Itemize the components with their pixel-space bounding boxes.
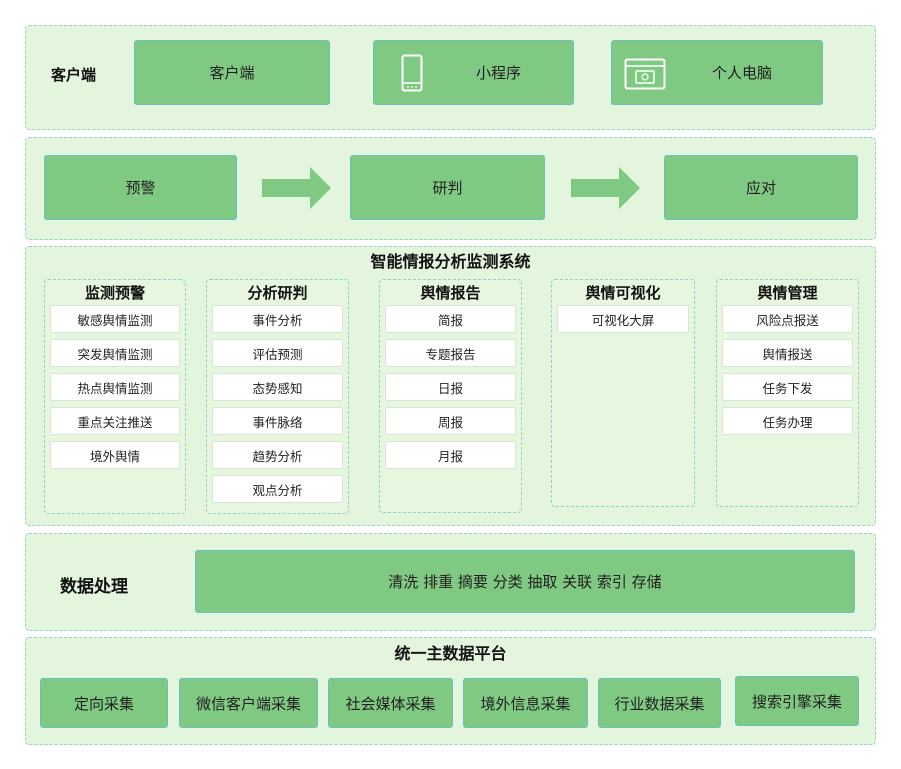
list-item[interactable]: 敏感舆情监测 — [50, 305, 180, 333]
column-title: 舆情报告 — [420, 284, 481, 302]
platform-item-social-media[interactable]: 社会媒体采集 — [328, 678, 453, 728]
column-opinion-visualization: 舆情可视化 可视化大屏 — [551, 279, 695, 507]
list-item[interactable]: 评估预测 — [212, 339, 343, 367]
browser-window-icon — [624, 58, 666, 90]
flow-step-warning[interactable]: 预警 — [44, 155, 237, 220]
flow-step-warning-label: 预警 — [125, 179, 156, 197]
platform-item-label: 境外信息采集 — [480, 694, 571, 713]
platform-item-label: 行业数据采集 — [614, 694, 705, 713]
client-box-miniprogram[interactable]: 小程序 — [373, 40, 574, 105]
processing-label: 数据处理 — [60, 577, 128, 597]
flow-step-response-label: 应对 — [745, 179, 776, 197]
list-item[interactable]: 态势感知 — [212, 373, 343, 401]
platform-item-overseas[interactable]: 境外信息采集 — [463, 678, 588, 728]
platform-item-industry[interactable]: 行业数据采集 — [598, 678, 721, 728]
column-analysis-judgement: 分析研判 事件分析 评估预测 态势感知 事件脉络 趋势分析 观点分析 — [206, 279, 349, 514]
list-item[interactable]: 事件分析 — [212, 305, 343, 333]
flow-step-judgement-label: 研判 — [432, 179, 463, 197]
mobile-phone-icon — [401, 54, 423, 92]
list-item[interactable]: 观点分析 — [212, 475, 343, 503]
list-item[interactable]: 重点关注推送 — [50, 407, 180, 435]
list-item[interactable]: 任务办理 — [722, 407, 853, 435]
list-item[interactable]: 简报 — [385, 305, 516, 333]
list-item[interactable]: 突发舆情监测 — [50, 339, 180, 367]
list-item[interactable]: 周报 — [385, 407, 516, 435]
column-monitoring-warning: 监测预警 敏感舆情监测 突发舆情监测 热点舆情监测 重点关注推送 境外舆情 — [44, 279, 186, 514]
list-item[interactable]: 任务下发 — [722, 373, 853, 401]
column-title: 舆情管理 — [757, 284, 818, 302]
platform-item-label: 社会媒体采集 — [345, 694, 436, 713]
column-opinion-report: 舆情报告 简报 专题报告 日报 周报 月报 — [379, 279, 522, 513]
platform-title: 统一主数据平台 — [394, 644, 507, 663]
list-item[interactable]: 趋势分析 — [212, 441, 343, 469]
right-arrow-icon — [571, 167, 640, 209]
list-item[interactable]: 日报 — [385, 373, 516, 401]
column-title: 分析研判 — [247, 284, 308, 302]
flow-step-judgement[interactable]: 研判 — [350, 155, 545, 220]
flow-step-response[interactable]: 应对 — [664, 155, 858, 220]
right-arrow-icon — [262, 167, 331, 209]
system-title: 智能情报分析监测系统 — [370, 252, 531, 271]
column-title: 监测预警 — [84, 284, 145, 302]
column-title: 舆情可视化 — [585, 284, 661, 302]
platform-item-wechat[interactable]: 微信客户端采集 — [179, 678, 318, 728]
platform-item-label: 搜索引擎采集 — [751, 692, 842, 711]
list-item[interactable]: 专题报告 — [385, 339, 516, 367]
platform-item-label: 微信客户端采集 — [195, 694, 301, 713]
list-item[interactable]: 境外舆情 — [50, 441, 180, 469]
processing-box[interactable]: 清洗 排重 摘要 分类 抽取 关联 索引 存储 — [195, 550, 855, 613]
list-item[interactable]: 月报 — [385, 441, 516, 469]
list-item[interactable]: 事件脉络 — [212, 407, 343, 435]
client-box-miniprogram-label: 小程序 — [475, 64, 521, 82]
platform-item-search-engine[interactable]: 搜索引擎采集 — [735, 676, 859, 726]
platform-item-directed[interactable]: 定向采集 — [40, 678, 168, 728]
client-box-1[interactable]: 客户端 — [134, 40, 330, 105]
platform-item-label: 定向采集 — [73, 694, 134, 713]
client-box-1-label: 客户端 — [209, 64, 255, 82]
list-item[interactable]: 风险点报送 — [722, 305, 853, 333]
processing-content: 清洗 排重 摘要 分类 抽取 关联 索引 存储 — [388, 573, 662, 591]
column-opinion-management: 舆情管理 风险点报送 舆情报送 任务下发 任务办理 — [716, 279, 859, 507]
list-item[interactable]: 热点舆情监测 — [50, 373, 180, 401]
client-box-pc-label: 个人电脑 — [711, 64, 772, 82]
client-box-pc[interactable]: 个人电脑 — [611, 40, 823, 105]
list-item[interactable]: 舆情报送 — [722, 339, 853, 367]
client-label: 客户端 — [51, 66, 97, 84]
list-item[interactable]: 可视化大屏 — [557, 305, 689, 333]
